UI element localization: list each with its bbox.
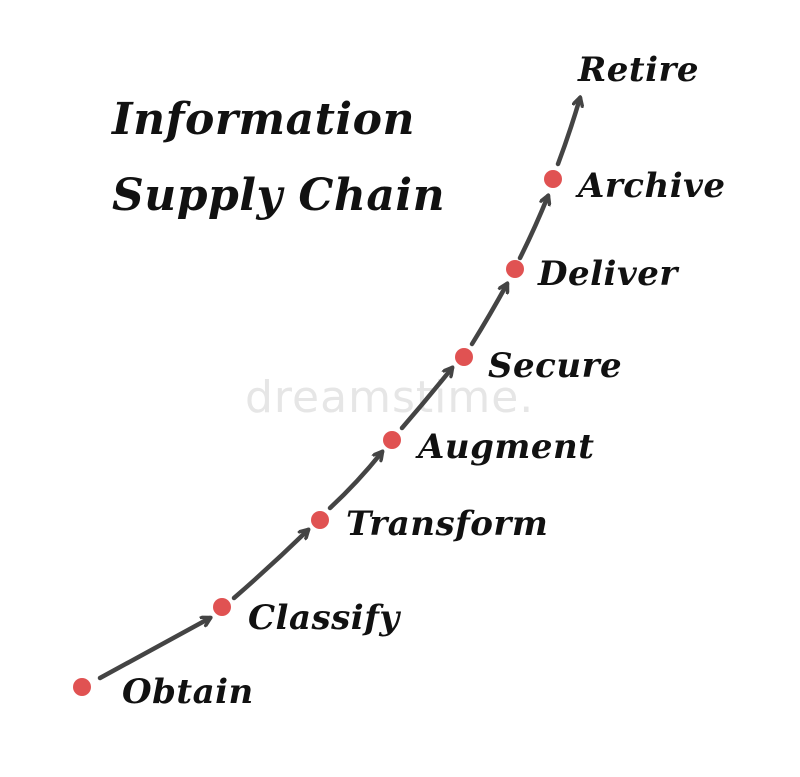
arrow-deliver-to-archive	[517, 196, 548, 261]
step-label-augment: Augment	[418, 427, 595, 467]
arrow-secure-to-deliver	[469, 284, 507, 347]
arrow-classify-to-transform	[231, 530, 308, 601]
arrow-obtain-to-classify	[97, 618, 210, 681]
title-line-1: Information	[112, 94, 415, 145]
step-dot-archive	[544, 170, 562, 188]
step-dot-obtain	[73, 678, 91, 696]
watermark: dreamstime.	[245, 372, 535, 423]
step-label-obtain: Obtain	[122, 672, 254, 712]
step-label-secure: Secure	[488, 346, 623, 386]
arrow-transform-to-augment	[327, 452, 382, 511]
step-dot-secure	[455, 348, 473, 366]
step-dot-deliver	[506, 260, 524, 278]
arrow-augment-to-secure	[399, 368, 452, 431]
step-label-transform: Transform	[346, 504, 549, 544]
step-label-classify: Classify	[248, 598, 400, 638]
step-label-deliver: Deliver	[538, 254, 678, 294]
step-dot-transform	[311, 511, 329, 529]
arrow-archive-to-retire	[555, 98, 580, 167]
step-dot-augment	[383, 431, 401, 449]
step-label-archive: Archive	[578, 166, 726, 206]
step-label-retire: Retire	[578, 50, 700, 90]
title-line-2: Supply Chain	[112, 170, 446, 221]
step-dot-classify	[213, 598, 231, 616]
